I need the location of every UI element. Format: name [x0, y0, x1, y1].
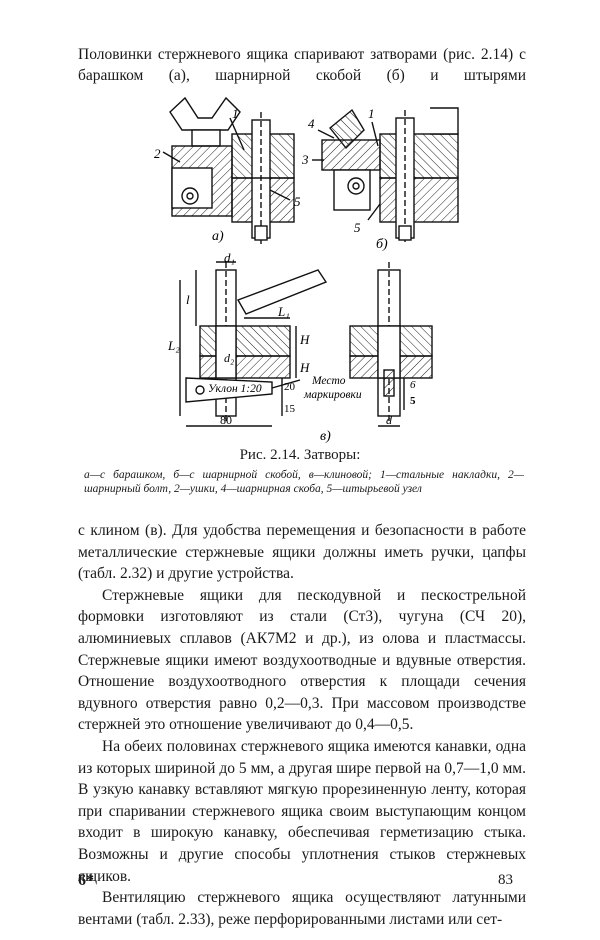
label-c-letter: в) [320, 429, 331, 444]
label-c-L2: L₂ [167, 338, 180, 353]
label-b-3: 3 [301, 152, 309, 167]
body-text: с клином (в). Для удобства перемещения и… [78, 520, 526, 930]
page-number: 83 [498, 872, 513, 888]
label-a-letter: а) [212, 229, 224, 244]
label-c-place2: маркировки [303, 389, 362, 401]
signature-mark: 6* [78, 872, 94, 889]
label-c-d: d [386, 413, 393, 427]
label-b-5: 5 [354, 220, 361, 235]
latch-a-drawing [162, 96, 295, 244]
paragraph: На обеих половинах стержневого ящика име… [78, 737, 526, 885]
label-c-place1: Место [311, 375, 346, 387]
label-c-H2: H [299, 360, 310, 375]
label-b-1: 1 [368, 106, 375, 121]
figure-caption: Рис. 2.14. Затворы: [239, 447, 361, 463]
label-c-d2: d₂ [224, 351, 234, 365]
label-c-5: 5 [410, 395, 416, 407]
label-c-l: l [186, 292, 190, 307]
paragraph: Вентиляцию стержневого ящика осуществляю… [78, 889, 526, 928]
intro-paragraph: Половинки стержневого ящика спаривают за… [78, 46, 526, 84]
figure-2-14: 1 2 5 а) 4 1 3 5 б) [154, 96, 459, 444]
label-b-4: 4 [308, 116, 315, 131]
latch-b-drawing [312, 107, 459, 244]
label-b-letter: б) [376, 237, 388, 252]
latch-c-side-drawing [349, 262, 433, 427]
label-c-L1: L₁ [277, 304, 290, 319]
label-a-5: 5 [294, 194, 301, 209]
label-c-20: 20 [284, 381, 296, 393]
label-c-slope: Уклон 1:20 [208, 383, 262, 395]
label-a-1: 1 [232, 106, 239, 121]
latch-c-drawing [179, 261, 328, 427]
label-c-15: 15 [284, 403, 296, 415]
label-c-d1: d₁ [224, 250, 235, 265]
paragraph: Стержневые ящики для пескодувной и песко… [78, 586, 526, 734]
label-a-2: 2 [154, 146, 161, 161]
label-c-6: 6 [410, 379, 416, 391]
label-c-H1: H [299, 332, 310, 347]
paragraph: с клином (в). Для удобства перемещения и… [78, 522, 526, 583]
figure-legend: а—с барашком, б—с шарнирной скобой, в—кл… [84, 469, 524, 495]
label-c-80: 80 [220, 413, 232, 427]
